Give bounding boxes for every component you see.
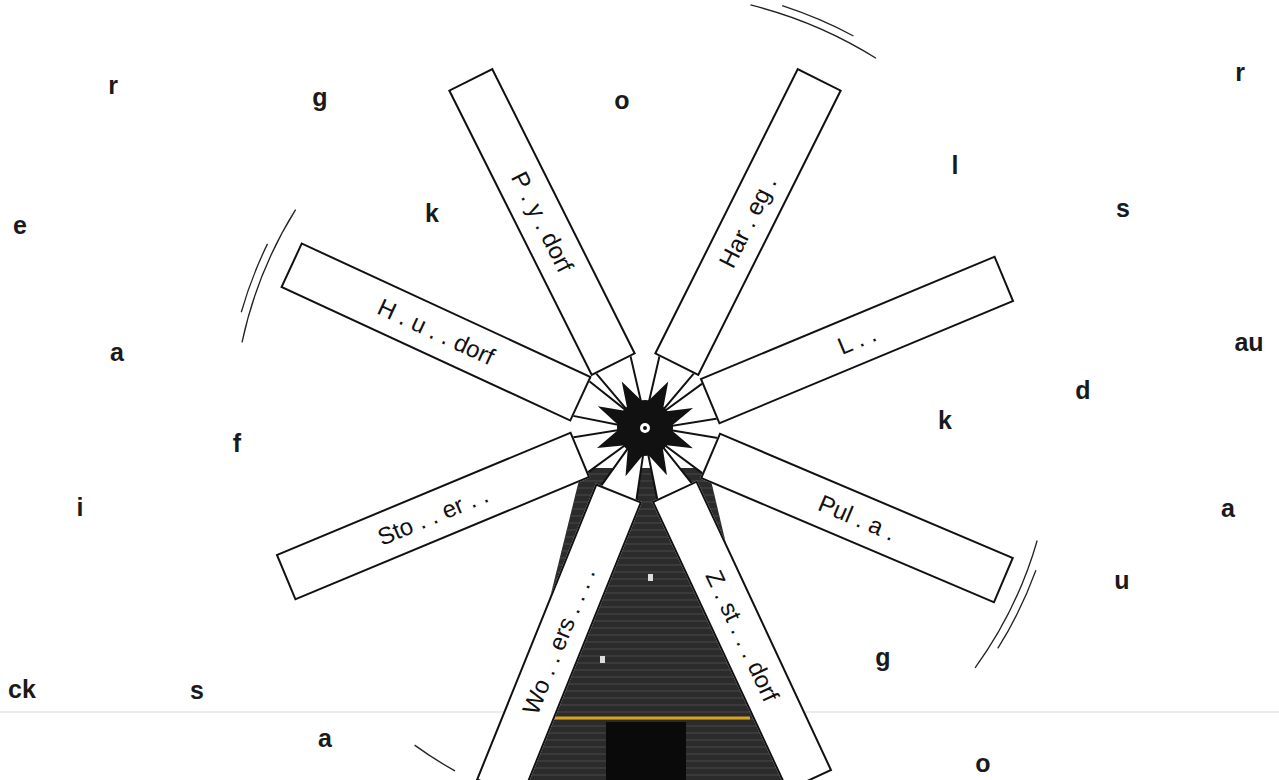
hub-star	[597, 382, 693, 477]
tower-window	[648, 574, 653, 581]
tower-plank	[500, 579, 790, 580]
puzzle-letter: a	[318, 726, 332, 751]
puzzle-letter: o	[975, 751, 990, 776]
motion-arc	[241, 244, 267, 312]
puzzle-letter: s	[190, 678, 204, 703]
tower-plank	[500, 523, 790, 524]
tower-plank	[500, 502, 790, 503]
windmill-sail: Sto . . er . .	[275, 432, 590, 601]
tower-plank	[500, 551, 790, 552]
puzzle-letter: k	[425, 201, 439, 226]
tower-plank	[500, 558, 790, 559]
puzzle-letter: a	[110, 340, 124, 365]
tower-plank	[500, 565, 790, 566]
windmill-sail: L . .	[700, 255, 1015, 424]
puzzle-letter: d	[1075, 378, 1090, 403]
puzzle-letter: l	[952, 153, 959, 178]
tower-door	[606, 722, 686, 780]
hub-disc	[617, 400, 673, 456]
puzzle-letter: r	[108, 73, 118, 98]
tower-plank	[500, 537, 790, 538]
puzzle-letter: e	[13, 213, 27, 238]
motion-arc	[415, 745, 455, 771]
sail-word: Har . eg .	[715, 173, 781, 272]
tower-plank	[500, 509, 790, 510]
puzzle-letter: au	[1234, 330, 1263, 355]
tower-window	[600, 656, 605, 663]
puzzle-letter: g	[875, 645, 890, 670]
puzzle-letter: i	[77, 495, 84, 520]
sail-word: L . .	[835, 321, 880, 358]
sail-word: Sto . . er . .	[374, 483, 492, 550]
tower-plank	[500, 530, 790, 531]
sail-hub	[597, 382, 693, 477]
sail-word: P . y . dorf	[507, 168, 577, 276]
tower-plank	[500, 572, 790, 573]
puzzle-letter: f	[233, 431, 241, 456]
motion-arc	[782, 6, 853, 36]
tower-plank	[500, 544, 790, 545]
tower-plank	[500, 516, 790, 517]
motion-arcs	[241, 5, 1037, 771]
motion-arc	[750, 5, 876, 58]
puzzle-letter: ck	[8, 677, 36, 702]
sail-word: H . u . . dorf	[374, 294, 498, 368]
puzzle-letter: s	[1116, 196, 1130, 221]
windmill-sail: Pul . a .	[700, 432, 1014, 603]
puzzle-letter: k	[938, 408, 952, 433]
sail-word: Pul . a .	[815, 491, 899, 545]
puzzle-letter: a	[1221, 496, 1235, 521]
puzzle-letter: r	[1235, 60, 1245, 85]
hub-axle	[640, 423, 650, 433]
puzzle-letter: o	[614, 88, 629, 113]
tower-band	[540, 717, 750, 720]
puzzle-letter: u	[1114, 568, 1129, 593]
hub-axle-centre	[643, 426, 647, 430]
puzzle-letter: g	[312, 85, 327, 110]
